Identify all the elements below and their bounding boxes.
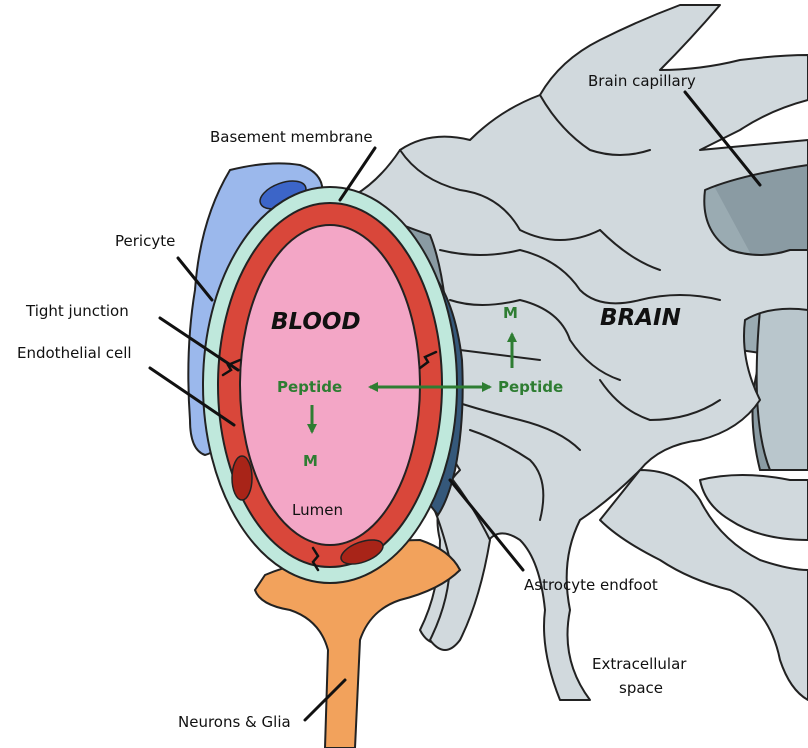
peptide-brain-label: Peptide [498,378,563,396]
metabolite-brain-label: M [503,304,518,322]
neurons-glia-label: Neurons & Glia [178,713,291,731]
tight-junction-label: Tight junction [25,302,129,320]
extracellular-space-label: space [619,679,663,697]
basement-membrane-label: Basement membrane [210,128,373,146]
metabolite-blood-label: M [303,452,318,470]
peptide-blood-label: Peptide [277,378,342,396]
endothelial-nucleus [232,456,252,500]
lumen-label: Lumen [292,501,343,519]
brain-capillary-label: Brain capillary [588,72,696,90]
blood-label: BLOOD [271,309,361,335]
extracellular-label: Extracellular [592,655,687,673]
endothelial-cell-label: Endothelial cell [17,344,132,362]
pericyte-label: Pericyte [115,232,175,250]
brain-label: BRAIN [600,305,681,331]
astrocyte-endfoot-label: Astrocyte endfoot [524,576,658,594]
